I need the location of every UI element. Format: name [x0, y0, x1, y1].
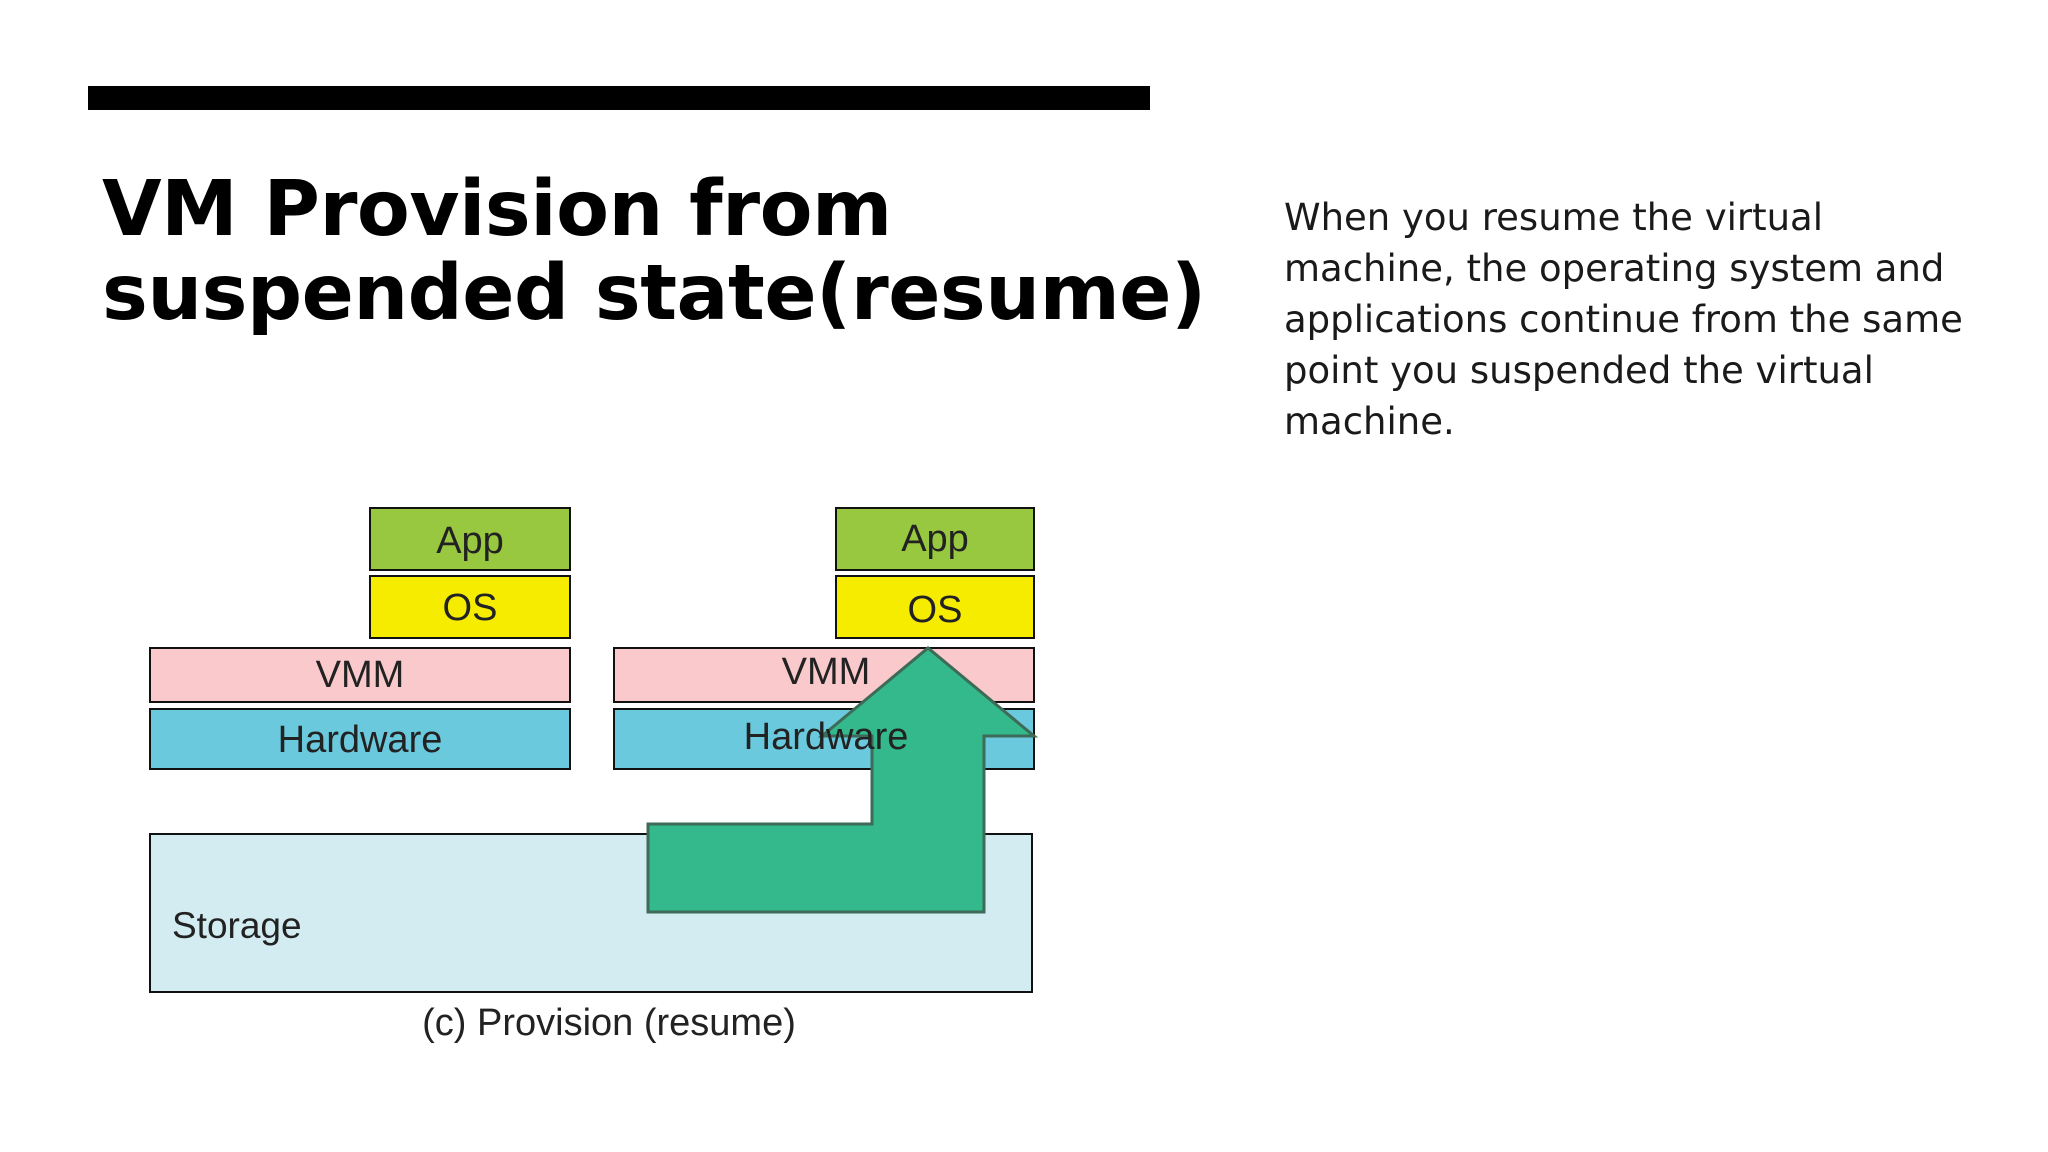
- right-hardware-label: Hardware: [744, 716, 909, 758]
- body-line-2: machine, the operating system and: [1284, 247, 1945, 290]
- right-vmm-label: VMM: [782, 651, 871, 693]
- body-line-3: applications continue from the same: [1284, 298, 1963, 341]
- left-app-box: [369, 507, 571, 571]
- right-os-label: OS: [908, 589, 963, 631]
- body-line-4: point you suspended the virtual: [1284, 349, 1874, 392]
- left-os-box: [369, 575, 571, 639]
- title-accent-bar: [88, 86, 1150, 110]
- slide-title-line-2: suspended state(resume): [102, 249, 1206, 338]
- left-os-label: OS: [443, 587, 498, 629]
- slide-body-text: When you resume the virtual machine, the…: [1284, 192, 1984, 447]
- left-vmm-label: VMM: [316, 654, 405, 696]
- body-line-5: machine.: [1284, 400, 1455, 443]
- left-vm-stack: App OS VMM Hardware: [149, 507, 571, 770]
- storage-label: Storage: [172, 905, 302, 946]
- left-hardware-box: [149, 708, 571, 770]
- body-line-1: When you resume the virtual: [1284, 196, 1823, 239]
- right-app-label: App: [901, 518, 969, 560]
- slide-title: VM Provision from suspended state(resume…: [102, 165, 1206, 338]
- resume-arrow: [646, 646, 1039, 914]
- left-app-label: App: [436, 520, 504, 562]
- diagram-caption: (c) Provision (resume): [422, 1002, 796, 1044]
- left-vmm-box: [149, 647, 571, 703]
- right-app-box: [835, 507, 1035, 571]
- left-hardware-label: Hardware: [278, 719, 443, 761]
- right-os-box: [835, 575, 1035, 639]
- slide-title-line-1: VM Provision from: [102, 165, 892, 254]
